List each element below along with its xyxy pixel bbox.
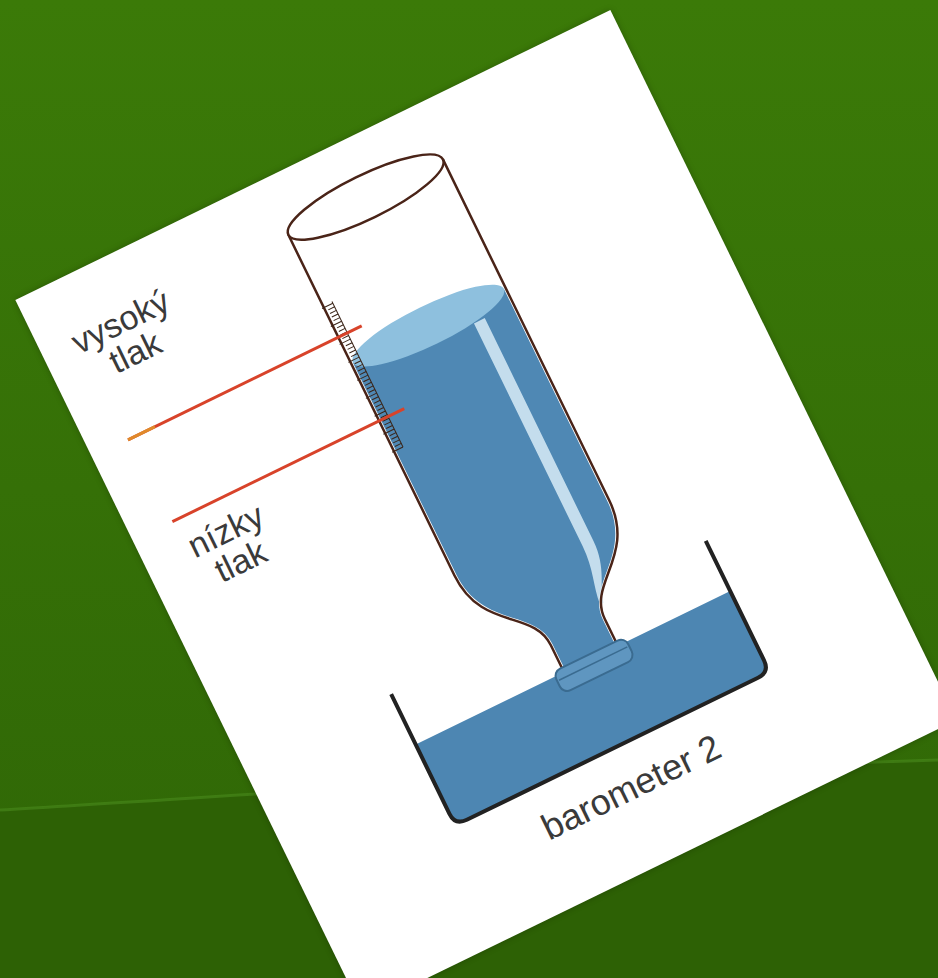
scale-tick — [346, 343, 352, 346]
scale-tick — [331, 321, 342, 326]
scale-tick — [393, 440, 399, 443]
scale-tick — [330, 310, 336, 313]
scale-tick — [339, 328, 345, 331]
scale-tick — [357, 375, 368, 380]
scale-tick — [332, 314, 338, 317]
scale-tick — [386, 425, 392, 428]
pressure-label: vysoký tlak — [54, 277, 201, 395]
scale-tick — [376, 404, 382, 407]
scale-tick — [375, 411, 386, 416]
scale-tick — [365, 382, 371, 385]
scale-tick — [340, 339, 351, 344]
scale-tick — [390, 433, 396, 436]
scale-tick — [355, 361, 361, 364]
scale-tick — [383, 429, 394, 434]
label-holder: vysoký tlak — [54, 277, 201, 395]
label-holder: nízky tlak — [164, 489, 302, 603]
scale-tick — [395, 443, 401, 446]
scale-tick — [322, 303, 333, 308]
scale-tick — [372, 397, 378, 400]
scale-tick — [360, 372, 366, 375]
scale-tick — [328, 307, 334, 310]
scale-tick — [337, 325, 343, 328]
scale-tick — [391, 436, 397, 439]
scale-tick — [348, 346, 354, 349]
scale-tick — [366, 393, 377, 398]
scale-tick — [392, 447, 403, 452]
scale-tick — [369, 389, 375, 392]
scale-tick — [351, 354, 357, 357]
scale-tick — [334, 318, 340, 321]
scale-tick — [384, 422, 390, 425]
scale-tick — [348, 357, 359, 362]
scale-tick — [363, 379, 369, 382]
scale-tick — [358, 368, 364, 371]
scale-tick — [377, 407, 383, 410]
scale-tick — [356, 364, 362, 367]
pressure-label: nízky tlak — [164, 489, 302, 603]
scale-tick — [367, 386, 373, 389]
scale-tick — [349, 350, 355, 353]
scale-tick — [374, 400, 380, 403]
